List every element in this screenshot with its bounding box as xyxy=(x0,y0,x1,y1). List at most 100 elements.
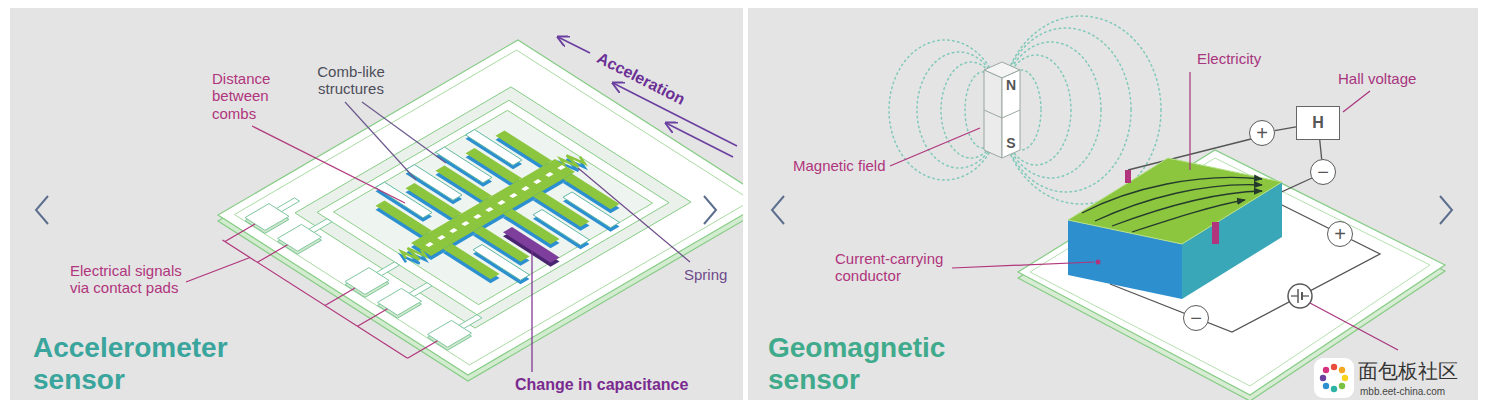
watermark-logo xyxy=(1320,375,1326,381)
accelerometer-chip xyxy=(334,114,653,308)
leader-line xyxy=(223,240,408,358)
field-line xyxy=(1001,28,1131,192)
callout-label: Magnetic field xyxy=(793,157,913,174)
accelerometer-chip xyxy=(558,152,588,170)
leader-line xyxy=(186,258,250,283)
terminal-circle: − xyxy=(1183,305,1209,331)
field-line xyxy=(941,62,1001,158)
conductor-block xyxy=(1212,222,1219,244)
magnet-block: NS xyxy=(982,58,1022,162)
accelerometer-chip xyxy=(409,283,432,297)
battery-symbol xyxy=(1291,295,1298,296)
node-text: + xyxy=(1334,224,1346,244)
nav-chevron xyxy=(704,196,716,224)
terminal-circle: + xyxy=(1249,120,1275,146)
watermark-logo xyxy=(1314,358,1354,398)
wire xyxy=(1275,127,1296,131)
watermark-logo xyxy=(1314,358,1354,398)
panel-title: Accelerometer sensor xyxy=(33,332,293,396)
leader-line xyxy=(1343,91,1370,112)
terminal-circle: − xyxy=(1310,159,1336,185)
watermark-logo xyxy=(1339,367,1345,373)
accelerometer-chip xyxy=(449,228,457,233)
callout-label: Change in capacitance xyxy=(515,376,735,394)
nav-chevron xyxy=(36,196,48,224)
node-text: + xyxy=(1256,123,1268,143)
panel-ground xyxy=(10,8,743,400)
accelerometer-chip xyxy=(473,214,481,219)
node-text: − xyxy=(1317,162,1329,182)
accelerometer-chip xyxy=(334,110,653,304)
leader-line xyxy=(1310,303,1398,350)
watermark: 面包板社区 xyxy=(1358,360,1476,383)
leader-dot xyxy=(1096,260,1101,265)
accelerometer-chip xyxy=(334,110,653,304)
field-line xyxy=(1001,42,1101,178)
acceleration-arrow xyxy=(666,123,733,157)
node-text: − xyxy=(1190,308,1202,328)
leader-line xyxy=(531,251,532,372)
accelerometer-chip xyxy=(277,198,300,212)
nav-chevron xyxy=(772,196,784,224)
accelerometer-chip xyxy=(218,40,743,375)
leader-line xyxy=(252,126,405,203)
accelerometer-chip xyxy=(545,172,553,177)
leader-line xyxy=(890,128,980,166)
accelerometer-chip xyxy=(557,165,565,170)
accelerometer-chip xyxy=(459,315,482,329)
leader-line xyxy=(186,102,690,372)
accelerometer-chip xyxy=(399,245,429,263)
magnet-divider xyxy=(984,110,1020,118)
battery-symbol xyxy=(1288,284,1312,308)
conductor-block xyxy=(1082,177,1262,232)
accelerometer-chip xyxy=(509,193,517,198)
leader-line xyxy=(952,262,1094,268)
callout-label: Comb-like structures xyxy=(307,63,395,98)
acceleration-arrow xyxy=(558,37,737,157)
nav-chevron xyxy=(1440,196,1452,224)
conductor-block xyxy=(1082,177,1262,213)
watermark-logo xyxy=(1323,383,1329,389)
magnet-outline xyxy=(982,58,1022,162)
node-text: H xyxy=(1312,115,1324,131)
conductor-block xyxy=(1095,185,1262,221)
accelerometer-chip xyxy=(377,262,400,276)
base-plate xyxy=(1018,150,1445,395)
leader-line xyxy=(362,102,446,163)
leader-line xyxy=(325,288,355,306)
accelerometer-chip xyxy=(218,40,743,375)
accelerometer-chip xyxy=(309,219,332,233)
base-plate xyxy=(1030,158,1430,386)
panel-ground xyxy=(748,8,1478,400)
accelerometer-chip xyxy=(497,200,505,205)
leader-line xyxy=(890,72,1398,350)
callout-label: Hall voltage xyxy=(1338,70,1448,87)
conductor-block xyxy=(1112,191,1262,226)
callout-label: Spring xyxy=(684,266,740,283)
accelerometer-chip xyxy=(425,242,433,247)
field-line xyxy=(889,16,1161,204)
wire xyxy=(1320,140,1322,159)
leader-line xyxy=(1189,72,1190,170)
leader-line xyxy=(408,341,438,359)
watermark-logo xyxy=(1339,383,1345,389)
callout-label: Current-carrying conductor xyxy=(835,250,970,285)
accelerometer-chip xyxy=(485,207,493,212)
accelerometer-chip xyxy=(437,235,445,240)
watermark-logo xyxy=(1342,375,1348,381)
leader-line xyxy=(225,224,255,242)
accelerometer-chip xyxy=(503,227,560,263)
pole-letter: S xyxy=(1006,136,1015,150)
accelerometer-chip xyxy=(364,129,623,287)
accelerometer-chip xyxy=(521,186,529,191)
leader-line xyxy=(358,309,388,327)
pole-letter: N xyxy=(1006,78,1016,92)
accelerometer-chip xyxy=(295,87,691,328)
conductor-block xyxy=(1068,158,1282,244)
field-line xyxy=(1001,16,1161,204)
panel-title: Geomagnetic sensor xyxy=(768,332,1008,396)
acceleration-arrow xyxy=(558,37,590,53)
accelerometer-chip xyxy=(461,221,469,226)
leader-line xyxy=(578,168,690,262)
